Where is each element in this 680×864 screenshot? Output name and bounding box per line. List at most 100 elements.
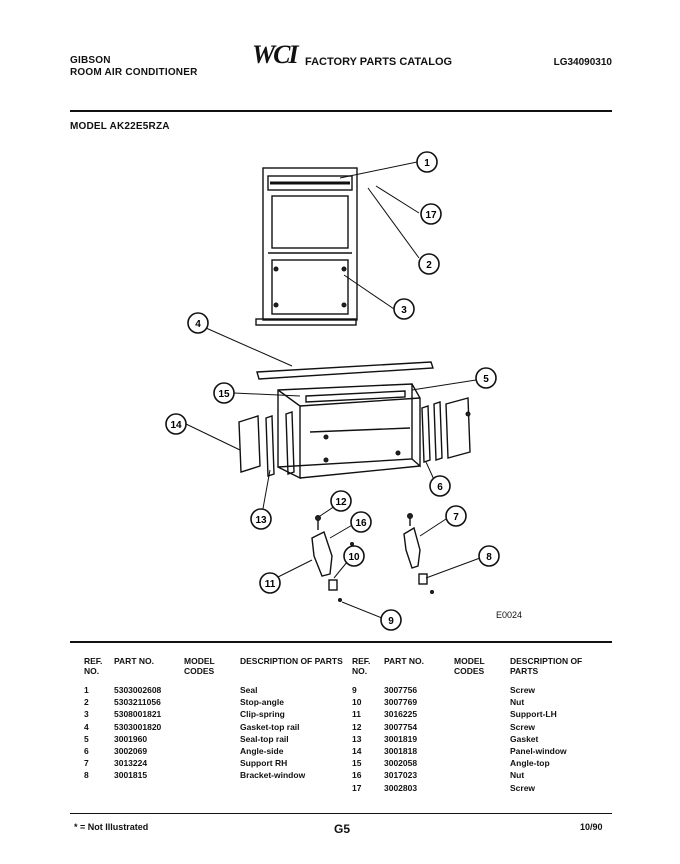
part-number-cell: 5303001820 [114,721,162,732]
wci-logo: WCI [252,40,299,69]
part-number-cell: 3001818 [384,746,418,757]
model-label: MODEL AK22E5RZA [70,121,170,132]
table-row: 13 3001819 Gasket [352,733,612,745]
model-code-cell [184,745,240,757]
top-rail-gasket-part [256,361,434,380]
callout-2: 2 [418,253,440,275]
ref-cell: 13 [352,733,362,744]
description-cell: Gasket-top rail [240,721,300,732]
ref-cell: 4 [84,721,89,732]
callout-17: 17 [420,203,442,225]
header-ref: REF. NO. [84,656,103,676]
part-number-cell: 3007756 [384,685,418,696]
table-rule [70,641,612,643]
cabinet-sleeve-part [277,383,421,480]
model-code-cell [184,757,240,769]
svg-text:7: 7 [453,512,459,523]
part-number-cell: 3007754 [384,721,418,732]
model-code-cell [454,733,510,745]
model-code-cell [184,684,240,696]
page-number: G5 [334,822,351,836]
svg-text:8: 8 [486,552,492,563]
svg-text:11: 11 [265,579,276,590]
model-code-cell [454,769,510,781]
svg-text:12: 12 [335,497,347,508]
callout-6: 6 [429,475,451,497]
document-number: LG34090310 [553,57,612,68]
table-header-row: REF. NO. PART NO. MODEL CODES DESCRIPTIO… [352,656,612,676]
header-model: MODEL CODES [454,656,485,676]
table-row: 10 3007769 Nut [352,696,612,708]
header-desc: DESCRIPTION OF PARTS [240,656,343,666]
model-code-cell [184,769,240,781]
part-number-cell: 3007769 [384,697,418,708]
header-model: MODEL CODES [184,656,215,676]
part-number-cell: 5308001821 [114,709,162,720]
svg-text:15: 15 [218,389,230,400]
model-code-cell [454,696,510,708]
not-illustrated-note: * = Not Illustrated [74,822,149,832]
description-cell: Angle-side [240,746,284,757]
header-ref: REF. NO. [352,656,371,676]
ref-cell: 10 [352,697,362,708]
ref-cell: 14 [352,746,362,757]
svg-text:5: 5 [483,374,489,385]
callout-8: 8 [478,545,500,567]
svg-text:4: 4 [195,319,201,330]
callout-11: 11 [259,572,281,594]
part-number-cell: 5303002608 [114,685,162,696]
model-code-cell [454,684,510,696]
ref-cell: 9 [352,685,357,696]
header-rule [70,110,612,112]
part-number-cell: 3002803 [384,782,418,793]
support-brackets-part [311,513,434,602]
model-code-cell [184,733,240,745]
part-number-cell: 3017023 [384,770,418,781]
ref-cell: 16 [352,770,362,781]
callout-12: 12 [330,490,352,512]
ref-cell: 12 [352,721,362,732]
ref-cell: 15 [352,758,362,769]
callout-7: 7 [445,505,467,527]
description-cell: Nut [510,770,525,781]
callout-15: 15 [213,382,235,404]
model-code-cell [454,745,510,757]
callout-5: 5 [475,367,497,389]
callout-3: 3 [393,298,415,320]
part-number-cell: 3001960 [114,733,148,744]
callout-14: 14 [165,413,187,435]
callout-1: 1 [416,151,438,173]
model-code-cell [454,782,510,794]
table-row: 4 5303001820 Gasket-top rail [84,721,344,733]
table-row: 8 3001815 Bracket-window [84,769,344,781]
ref-cell: 11 [352,709,361,720]
description-cell: Seal-top rail [240,733,289,744]
figure-code: E0024 [496,610,523,620]
brand-name: GIBSON [70,55,111,66]
ref-cell: 8 [84,770,89,781]
part-number-cell: 3016225 [384,709,418,720]
description-cell: Nut [510,697,525,708]
description-cell: Support RH [240,758,288,769]
model-code-cell [454,708,510,720]
part-number-cell: 3001819 [384,733,418,744]
model-code-cell [184,708,240,720]
description-cell: Support-LH [510,709,557,720]
svg-text:13: 13 [255,515,267,526]
ref-cell: 6 [84,746,89,757]
description-cell: Bracket-window [240,770,306,781]
description-cell: Angle-top [510,758,550,769]
part-number-cell: 3001815 [114,770,148,781]
description-cell: Gasket [510,733,539,744]
svg-text:9: 9 [388,616,394,627]
parts-table-left: REF. NO. PART NO. MODEL CODES DESCRIPTIO… [84,656,344,782]
model-code-cell [184,721,240,733]
